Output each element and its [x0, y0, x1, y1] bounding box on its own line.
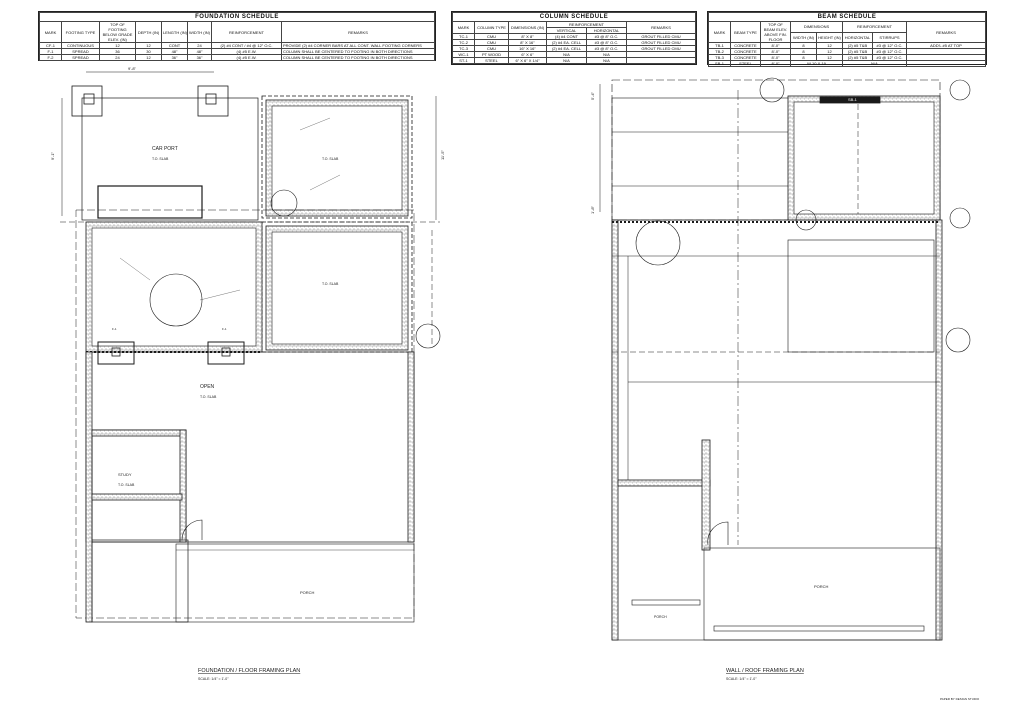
- study-lower: [91, 539, 189, 623]
- vehicle-outline: [97, 185, 203, 219]
- beam-schedule-title: BEAM SCHEDULE: [708, 12, 986, 22]
- left-plan-scale: SCALE: 1/4" = 1'-0": [198, 677, 229, 681]
- door-swing: [707, 521, 729, 546]
- footing-mark: F-1: [112, 327, 117, 331]
- room-label-study: STUDY: [118, 472, 132, 477]
- grid-bubble: [949, 79, 971, 101]
- spread-footing: [97, 341, 135, 365]
- detail-callout-circle: [270, 189, 298, 217]
- right-plan-labels: SB-1 5'-4" 1'-8" PORCH PORCH WALL / ROOF…: [590, 91, 980, 701]
- spread-footing: [207, 341, 245, 365]
- column: [111, 347, 121, 357]
- spread-footing: [71, 85, 103, 117]
- cmu-wall: [91, 493, 183, 501]
- cmu-wall: [701, 439, 711, 551]
- leader-line: [199, 289, 241, 301]
- right-plan-title: WALL / ROOF FRAMING PLAN: [726, 668, 804, 674]
- detail-callout-circle: [149, 273, 203, 327]
- door-swing: [181, 519, 203, 541]
- table-row: SB-1 STEEL 8'-0" W 10 X 19 N/A: [708, 60, 986, 67]
- dimension-right: 11'-5": [440, 150, 445, 160]
- grid-bubble: [759, 77, 785, 103]
- column: [205, 93, 217, 105]
- table-row: F-2 SPREAD 24 12 36" 36" (4) #5 E.W. COL…: [39, 54, 435, 61]
- detail-callout-circle: [635, 220, 681, 266]
- footing-mark: F-1: [222, 327, 227, 331]
- leader-line: [119, 257, 151, 281]
- spread-footing: [197, 85, 229, 117]
- column: [221, 347, 231, 357]
- room-interior: [91, 227, 257, 347]
- foundation-schedule-header: MARK FOOTING TYPE TOP OF FOOTING BELOW G…: [39, 21, 435, 43]
- left-plan: [60, 71, 441, 623]
- dimension-left: 5'-4": [590, 91, 595, 100]
- room-label-porch: PORCH: [300, 590, 315, 595]
- dimension-left: 1'-8": [590, 205, 595, 214]
- cell: [906, 60, 986, 67]
- room-interior: [271, 105, 403, 211]
- left-plan-labels: 9'-8" 9'-1" 11'-5" CAR PORT T.O. SLAB T.…: [50, 66, 445, 681]
- porch: [175, 543, 415, 623]
- foundation-schedule: FOUNDATION SCHEDULE MARK FOOTING TYPE TO…: [38, 11, 436, 61]
- elevation-label: T.O. SLAB: [322, 157, 339, 161]
- porch-roof: [703, 547, 941, 641]
- room-label-open: OPEN: [200, 384, 215, 390]
- elevation-label: T.O. SLAB: [118, 483, 135, 487]
- room-interior: [271, 231, 403, 345]
- table-row: TB-1 CONCRETE 8'-0" 8 12 (2) #5 T&B #3 @…: [708, 42, 986, 49]
- right-plan-scale: SCALE: 1/4" = 1'-0": [726, 677, 757, 681]
- cmu-wall: [179, 429, 187, 543]
- room-interior: [793, 101, 935, 215]
- cell: COLUMN SHALL BE CENTERED TO FOOTING IN B…: [281, 54, 435, 61]
- cell: [626, 57, 696, 64]
- elevation-label: T.O. SLAB: [322, 282, 339, 286]
- footer-credit: PAPER BY DESIGN STUDIO: [940, 697, 980, 701]
- elevation-label: T.O. SLAB: [200, 395, 217, 399]
- cmu-wall: [935, 219, 943, 641]
- table-row: ST-1 STEEL 6" X 6" X 1/4" N/A N/A: [452, 57, 696, 64]
- footing-outline: [261, 95, 413, 219]
- dimension-top: 9'-8": [128, 66, 137, 71]
- cmu-wall: [85, 351, 93, 623]
- dimension-left: 9'-1": [50, 151, 55, 160]
- room-label-porch: PORCH: [654, 615, 667, 619]
- window: [713, 625, 925, 632]
- column: [83, 93, 95, 105]
- window: [631, 599, 701, 606]
- leader-line: [309, 174, 341, 191]
- steel-beam: [819, 96, 881, 104]
- left-plan-title: FOUNDATION / FLOOR FRAMING PLAN: [198, 668, 300, 674]
- cmu-wall: [407, 351, 415, 543]
- grid-bubble: [949, 207, 971, 229]
- grid-bubble: [795, 209, 817, 231]
- beam-mark: SB-1: [848, 97, 858, 102]
- room-interior: [787, 239, 935, 353]
- carport-slab: [81, 97, 259, 221]
- cmu-wall: [91, 429, 187, 437]
- right-plan: [599, 77, 971, 641]
- leader-line: [299, 117, 331, 131]
- room-label-carport: CAR PORT: [152, 146, 178, 152]
- grid-bubble: [415, 323, 441, 349]
- room-label-porch: PORCH: [814, 584, 829, 589]
- house-outline: [85, 351, 415, 543]
- column-schedule-header: MARK COLUMN TYPE DIMENSIONS (IN) REINFOR…: [452, 21, 696, 34]
- header-cell: TOP OF BEAM ELEV. ABOVE FIN. FLOOR: [760, 21, 791, 43]
- cmu-wall: [617, 479, 711, 487]
- beam-schedule: BEAM SCHEDULE MARK BEAM TYPE TOP OF BEAM…: [707, 11, 987, 67]
- column-schedule: COLUMN SCHEDULE MARK COLUMN TYPE DIMENSI…: [451, 11, 697, 65]
- grid-bubble: [945, 327, 971, 353]
- elevation-label: T.O. SLAB: [152, 157, 169, 161]
- study-room: [91, 429, 187, 543]
- cmu-wall: [611, 219, 619, 641]
- house-outline: [611, 219, 941, 641]
